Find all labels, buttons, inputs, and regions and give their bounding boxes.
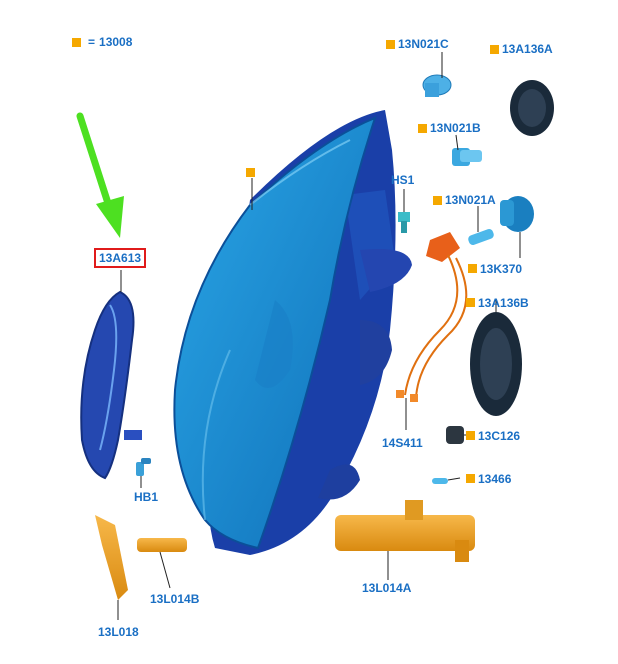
callout-13c126: 13C126 (478, 429, 521, 443)
bulb-13466-icon (432, 478, 448, 484)
marker-square-icon (72, 38, 81, 47)
callout-13n021a: 13N021A (433, 193, 496, 207)
marker-square-icon (466, 474, 475, 483)
marker-square-icon (466, 431, 475, 440)
legend: =13008 (72, 35, 132, 49)
marker-square-icon (468, 264, 477, 273)
callout-13n021c: 13N021C (386, 37, 449, 51)
highlighted-part-label: 13A613 (94, 248, 147, 268)
motor-c126-icon (446, 426, 464, 444)
hb1-bulb-icon (136, 458, 151, 476)
bracket-l014b-icon (137, 538, 187, 552)
cover-l018-icon (95, 515, 128, 600)
headlamp-assembly (173, 110, 412, 555)
side-marker-part (80, 290, 142, 480)
callout-hs1: HS1 (391, 173, 415, 187)
washer-pump-l014a-icon (335, 500, 475, 562)
callout-13a136a: 13A136A (490, 42, 553, 56)
grommet-a136b-icon (470, 312, 522, 416)
hs1-bulb-icon (398, 212, 410, 233)
marker-square-icon (418, 124, 427, 133)
connector-s411-icon (396, 232, 468, 402)
marker-square-icon (433, 196, 442, 205)
callout-13l018: 13L018 (98, 625, 139, 639)
marker-square-icon (246, 168, 255, 177)
callout-13l014b: 13L014B (150, 592, 200, 606)
callout-13a136b: 13A136B (478, 296, 529, 310)
bulb-n021c-icon (422, 74, 452, 97)
callout-hb1: HB1 (134, 490, 159, 504)
callout-13n021b: 13N021B (418, 121, 481, 135)
marker-square-icon (490, 45, 499, 54)
callout-14s411: 14S411 (382, 436, 423, 450)
bulb-n021b-icon (452, 148, 482, 166)
socket-k370-icon (500, 196, 534, 232)
callout-13466: 13466 (478, 472, 512, 486)
callout-13l014a: 13L014A (362, 581, 412, 595)
bulb-n021a-icon (468, 228, 494, 246)
grommet-a136a-icon (510, 80, 554, 136)
marker-square-icon (386, 40, 395, 49)
pointer-arrow-icon (76, 112, 124, 238)
marker-square-icon (466, 298, 475, 307)
callout-13k370: 13K370 (480, 262, 523, 276)
